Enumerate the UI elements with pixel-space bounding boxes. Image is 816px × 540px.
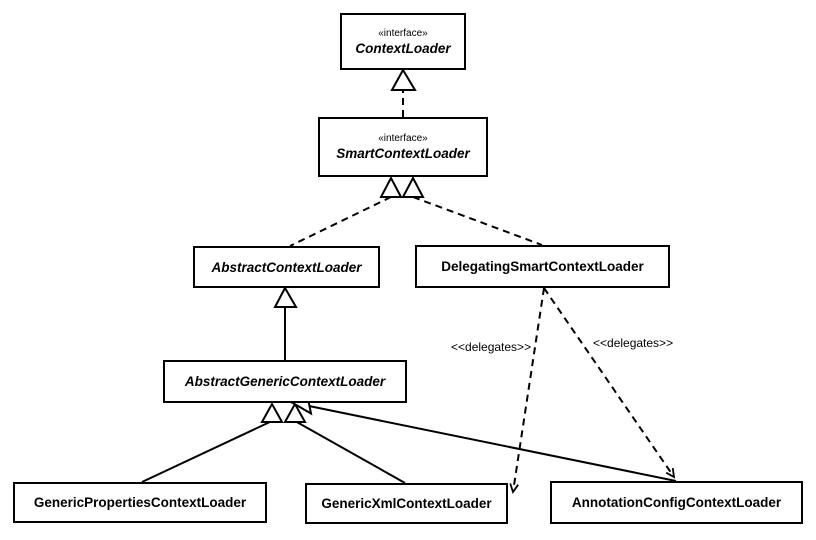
- class-box-abstractgenericcontextloader[interactable]: AbstractGenericContextLoader: [163, 360, 407, 403]
- realization-delegatingsmartcontextloader-to-smartcontextloader: [401, 175, 543, 246]
- hollow-triangle-arrowhead: [390, 67, 417, 91]
- class-name: GenericPropertiesContextLoader: [33, 495, 247, 510]
- generalization-genericpropertiescontextloader-to-abstractgenericcontextloader: [141, 401, 284, 483]
- delegates-label-right: <<delegates>>: [593, 336, 674, 350]
- hollow-triangle-arrowhead: [401, 175, 425, 198]
- class-name: ContextLoader: [355, 40, 451, 56]
- stereotype-label: «interface»: [378, 27, 428, 39]
- class-box-genericxmlcontextloader[interactable]: GenericXmlContextLoader: [305, 483, 508, 524]
- realization-smartcontextloader-to-contextloader: [390, 67, 417, 117]
- dependency-delegates-to-genericxmlcontextloader: [509, 287, 545, 494]
- stereotype-label: «interface»: [378, 133, 428, 144]
- generalization-genericxmlcontextloader-to-abstractgenericcontextloader: [283, 401, 406, 484]
- class-name: AnnotationConfigContextLoader: [571, 495, 782, 510]
- class-name: DelegatingSmartContextLoader: [441, 259, 644, 274]
- generalization-abstractgenericcontextloader-to-abstractcontextloader: [273, 285, 298, 360]
- delegates-label-left: <<delegates>>: [451, 340, 532, 354]
- class-box-smartcontextloader[interactable]: «interface» SmartContextLoader: [318, 117, 488, 177]
- dependency-delegates-to-annotationconfigcontextloader: [543, 287, 676, 479]
- class-name: AbstractContextLoader: [211, 259, 362, 275]
- generalization-annotationconfigcontextloader-to-abstractgenericcontextloader: [288, 397, 677, 482]
- hollow-triangle-arrowhead: [260, 401, 284, 423]
- class-box-genericpropertiescontextloader[interactable]: GenericPropertiesContextLoader: [13, 482, 267, 523]
- class-name: AbstractGenericContextLoader: [184, 374, 386, 389]
- class-name: SmartContextLoader: [336, 146, 470, 161]
- class-box-delegatingsmartcontextloader[interactable]: DelegatingSmartContextLoader: [415, 245, 670, 288]
- hollow-triangle-arrowhead: [273, 285, 298, 308]
- hollow-triangle-arrowhead: [379, 175, 403, 198]
- class-name: GenericXmlContextLoader: [321, 496, 492, 511]
- class-box-annotationconfigcontextloader[interactable]: AnnotationConfigContextLoader: [550, 481, 803, 524]
- realization-abstractcontextloader-to-smartcontextloader: [289, 175, 403, 247]
- class-box-contextloader[interactable]: «interface» ContextLoader: [340, 13, 466, 70]
- hollow-triangle-arrowhead: [283, 401, 307, 423]
- class-box-abstractcontextloader[interactable]: AbstractContextLoader: [193, 246, 380, 288]
